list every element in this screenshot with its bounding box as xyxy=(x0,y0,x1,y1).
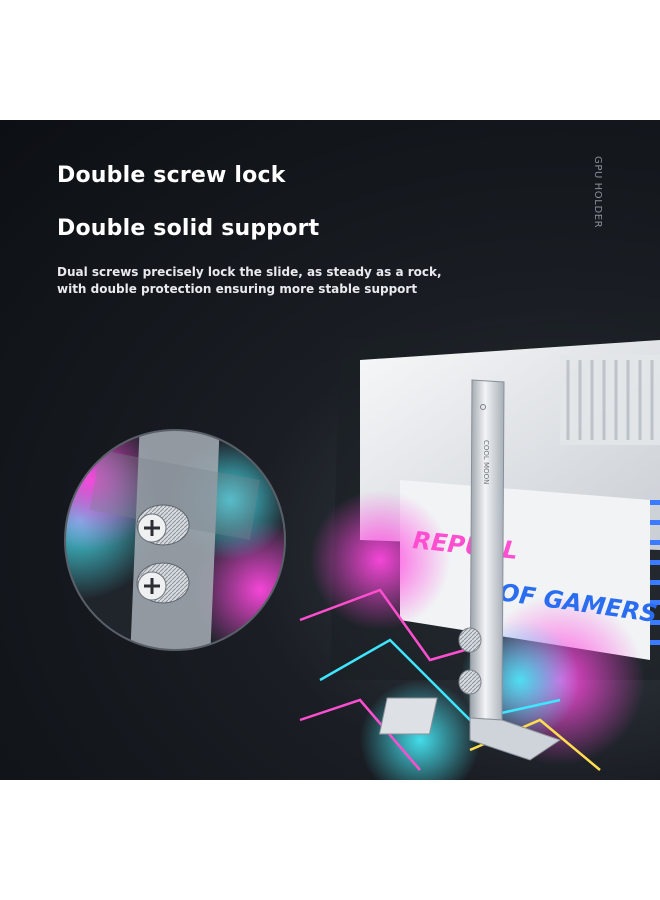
product-photo: REPUBL OF GAMERS COOL MOON xyxy=(64,310,660,780)
bracket-engraving: COOL MOON xyxy=(482,440,490,484)
screw-head-top xyxy=(136,504,190,546)
product-banner: REPUBL OF GAMERS COOL MOON xyxy=(0,120,660,780)
screw-head-bottom xyxy=(136,562,190,604)
screw-closeup xyxy=(64,429,286,651)
headline-primary: Double screw lock xyxy=(57,163,286,188)
gpu-holder-bracket: COOL MOON xyxy=(378,379,562,761)
graphics-card xyxy=(299,310,660,780)
headline-secondary: Double solid support xyxy=(57,216,320,241)
decorative-dot xyxy=(480,404,486,410)
vertical-product-tag: GPU HOLDER xyxy=(592,156,603,229)
description-text: Dual screws precisely lock the slide, as… xyxy=(57,265,442,296)
